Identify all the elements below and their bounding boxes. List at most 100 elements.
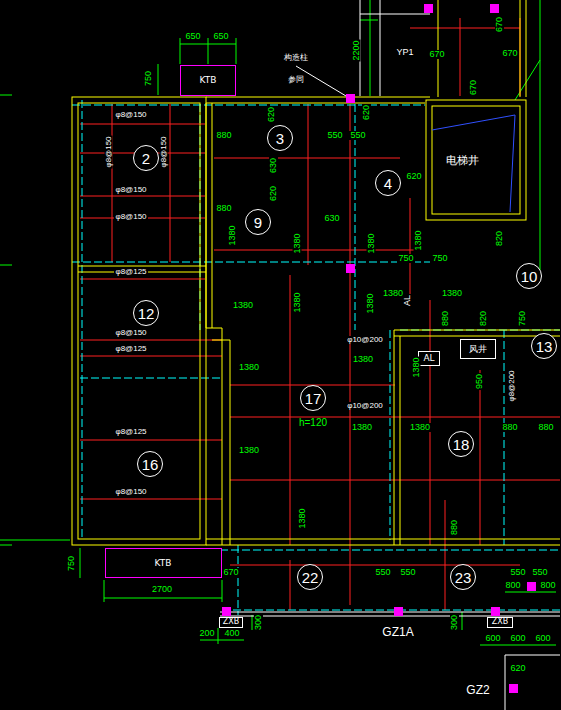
room-number-circle: 12 [133, 300, 159, 326]
annotation-text: φ8@125 [114, 428, 147, 436]
node-text: KTB [155, 559, 172, 568]
room-number-circle: 22 [297, 564, 323, 590]
dimension-text: 1380 [232, 301, 254, 310]
equipment-box: KTB [105, 548, 222, 578]
node-text: 2 [142, 151, 150, 166]
node-text: 风井 [469, 345, 487, 354]
dimension-text: 800 [504, 581, 521, 590]
dimension-text: 820 [480, 309, 489, 326]
room-number-circle: 9 [245, 209, 271, 235]
dimension-text: 670 [428, 50, 445, 59]
node-text: 10 [521, 269, 538, 284]
dimension-text: 1380 [441, 289, 463, 298]
annotation-text: φ8@150 [105, 135, 113, 168]
equipment-box: ZXB [487, 617, 513, 628]
dimension-text: 1380 [352, 355, 374, 364]
dimension-text: 600 [534, 634, 551, 643]
annotation-text: φ8@150 [114, 111, 147, 119]
dimension-text: 1380 [293, 291, 302, 313]
dimension-text: 650 [184, 32, 201, 41]
dimension-text: 950 [476, 372, 485, 389]
dimension-text: 800 [539, 581, 556, 590]
dimension-text: 750 [68, 554, 77, 571]
dimension-text: 630 [323, 214, 340, 223]
dimension-text: 620 [363, 103, 372, 120]
dimension-text: 670 [470, 78, 479, 95]
annotation-text: φ8@200 [508, 369, 516, 402]
dimension-text: 1380 [409, 423, 431, 432]
equipment-box: AL [418, 351, 440, 366]
dimension-text: 550 [349, 131, 366, 140]
annotation-text: φ10@200 [346, 336, 384, 344]
dimension-text: 300 [451, 613, 460, 630]
annotation-text: φ8@150 [114, 329, 147, 337]
dimension-text: 670 [222, 568, 239, 577]
room-number-circle: 2 [133, 145, 159, 171]
dimension-text: 880 [451, 518, 460, 535]
room-number-circle: 4 [375, 170, 401, 196]
annotation-text: φ8@150 [114, 186, 147, 194]
dimension-text: 620 [509, 664, 526, 673]
dimension-text: 550 [326, 131, 343, 140]
dimension-text: 880 [537, 423, 554, 432]
annotation-text: φ8@150 [160, 135, 168, 168]
dimension-text: 550 [509, 568, 526, 577]
dimension-text: 1380 [238, 446, 260, 455]
dimension-text: 750 [519, 309, 528, 326]
dimension-text: 630 [270, 156, 279, 173]
room-number-circle: 17 [300, 385, 326, 411]
dimension-text: 600 [484, 634, 501, 643]
equipment-box: 风井 [460, 339, 496, 359]
dimension-text: 550 [374, 568, 391, 577]
dimension-text: 620 [268, 105, 277, 122]
dimension-text: 1380 [367, 232, 376, 254]
room-number-circle: 3 [267, 125, 293, 151]
dimension-text: 1380 [382, 289, 404, 298]
annotation-text: φ8@150 [114, 488, 147, 496]
dimension-text: h=120 [298, 418, 328, 428]
annotation-text: GZ2 [465, 684, 490, 696]
dimension-text: 750 [145, 69, 154, 86]
node-text: ZXB [223, 618, 239, 626]
annotation-text: 参同 [287, 76, 305, 84]
node-text: 22 [302, 570, 319, 585]
annotation-text: YP1 [395, 48, 414, 57]
equipment-box: ZXB [219, 617, 243, 628]
node-text: AL [423, 354, 434, 363]
node-text: 3 [276, 131, 284, 146]
room-number-circle: 10 [516, 263, 542, 289]
dimension-text: 820 [496, 229, 505, 246]
node-text: ZXB [492, 618, 508, 626]
dimension-text: 1380 [366, 292, 375, 314]
node-text: 23 [455, 570, 472, 585]
equipment-box: KTB [180, 65, 236, 96]
room-number-circle: 13 [531, 333, 557, 359]
dimension-text: 880 [501, 423, 518, 432]
dimension-text: 750 [431, 254, 448, 263]
node-text: 16 [142, 457, 159, 472]
node-text: 17 [305, 391, 322, 406]
dimension-text: 750 [397, 254, 414, 263]
dimension-text: 1380 [298, 507, 307, 529]
annotation-text: φ8@125 [114, 268, 147, 276]
dimension-text: 200 [198, 629, 215, 638]
node-text: 18 [453, 437, 470, 452]
annotation-text: 电梯井 [445, 155, 480, 166]
dimension-text: 620 [405, 172, 422, 181]
dimension-text: 650 [212, 32, 229, 41]
dimension-text: 880 [215, 131, 232, 140]
dimension-text: 2700 [151, 585, 173, 594]
dimension-text: 670 [496, 15, 505, 32]
node-text: 9 [254, 215, 262, 230]
node-text: 4 [384, 176, 392, 191]
annotation-text: φ10@200 [346, 402, 384, 410]
dimension-text: 1380 [414, 229, 423, 251]
dimension-text: 550 [531, 568, 548, 577]
dimension-text: 880 [442, 309, 451, 326]
dimension-text: 1380 [293, 232, 302, 254]
node-text: KTB [200, 76, 217, 85]
dimension-text: 600 [509, 634, 526, 643]
annotation-text: φ8@150 [114, 213, 147, 221]
dimension-text: 2200 [352, 39, 361, 61]
